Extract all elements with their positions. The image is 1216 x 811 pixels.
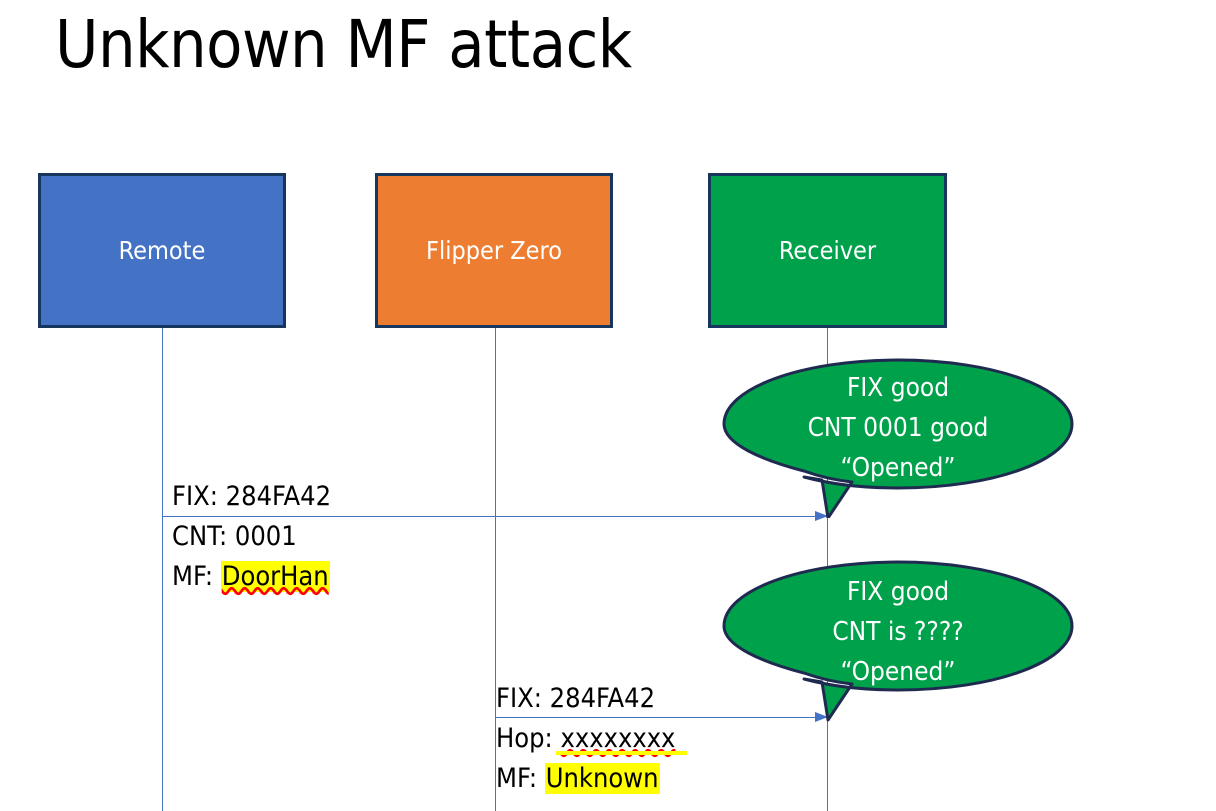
callout-1-line-3: “Opened” (840, 453, 956, 483)
message1-fix-label: FIX: 284FA42 (172, 481, 332, 512)
actor-label-remote: Remote (118, 235, 206, 265)
actor-box-remote[interactable]: Remote (38, 173, 286, 328)
actor-label-flipper-zero: Flipper Zero (426, 235, 562, 265)
message2-fix-label: FIX: 284FA42 (496, 683, 656, 714)
callout-bubble-receiver-second[interactable]: FIX good CNT is ???? “Opened” (722, 560, 1074, 722)
callout-1-line-1: FIX good (846, 373, 950, 403)
message1-cnt-label: CNT: 0001 (172, 521, 297, 552)
callout-2-line-3: “Opened” (840, 657, 956, 687)
message1-line-fix: FIX: 284FA42 (172, 477, 331, 517)
actor-label-receiver: Receiver (778, 235, 877, 265)
lifeline-flipper-zero (495, 328, 496, 811)
message-arrow-flipper-to-receiver (496, 712, 828, 722)
message2-hop-prefix: Hop: (496, 723, 561, 754)
message1-line-mf: MF: DoorHan (172, 557, 330, 597)
callout-shape-1 (722, 358, 1074, 518)
message2-mf-value: Unknown (544, 763, 660, 794)
message1-mf-value: DoorHan (220, 561, 330, 592)
message-arrow-remote-to-receiver (163, 511, 828, 521)
message1-line-cnt: CNT: 0001 (172, 517, 297, 557)
message2-hop-value: xxxxxxxx (560, 723, 676, 754)
actor-box-flipper-zero[interactable]: Flipper Zero (375, 173, 613, 328)
message2-line-fix: FIX: 284FA42 (496, 679, 655, 719)
callout-shape-2 (722, 560, 1074, 722)
callout-bubble-receiver-first[interactable]: FIX good CNT 0001 good “Opened” (722, 358, 1074, 518)
lifeline-remote (162, 328, 163, 811)
page-title: Unknown MF attack (55, 6, 632, 83)
message2-line-mf: MF: Unknown (496, 759, 660, 799)
callout-2-line-2: CNT is ???? (832, 617, 964, 647)
callout-2-line-1: FIX good (846, 577, 950, 607)
callout-1-text: FIX good CNT 0001 good “Opened” (722, 358, 1074, 488)
callout-2-text: FIX good CNT is ???? “Opened” (722, 560, 1074, 692)
message2-line-hop: Hop: xxxxxxxx (496, 719, 675, 759)
message2-hop-highlight-stub (556, 751, 687, 755)
message2-mf-prefix: MF: (496, 763, 545, 794)
callout-1-line-2: CNT 0001 good (807, 413, 989, 443)
actor-box-receiver[interactable]: Receiver (708, 173, 947, 328)
message1-mf-prefix: MF: (172, 561, 221, 592)
